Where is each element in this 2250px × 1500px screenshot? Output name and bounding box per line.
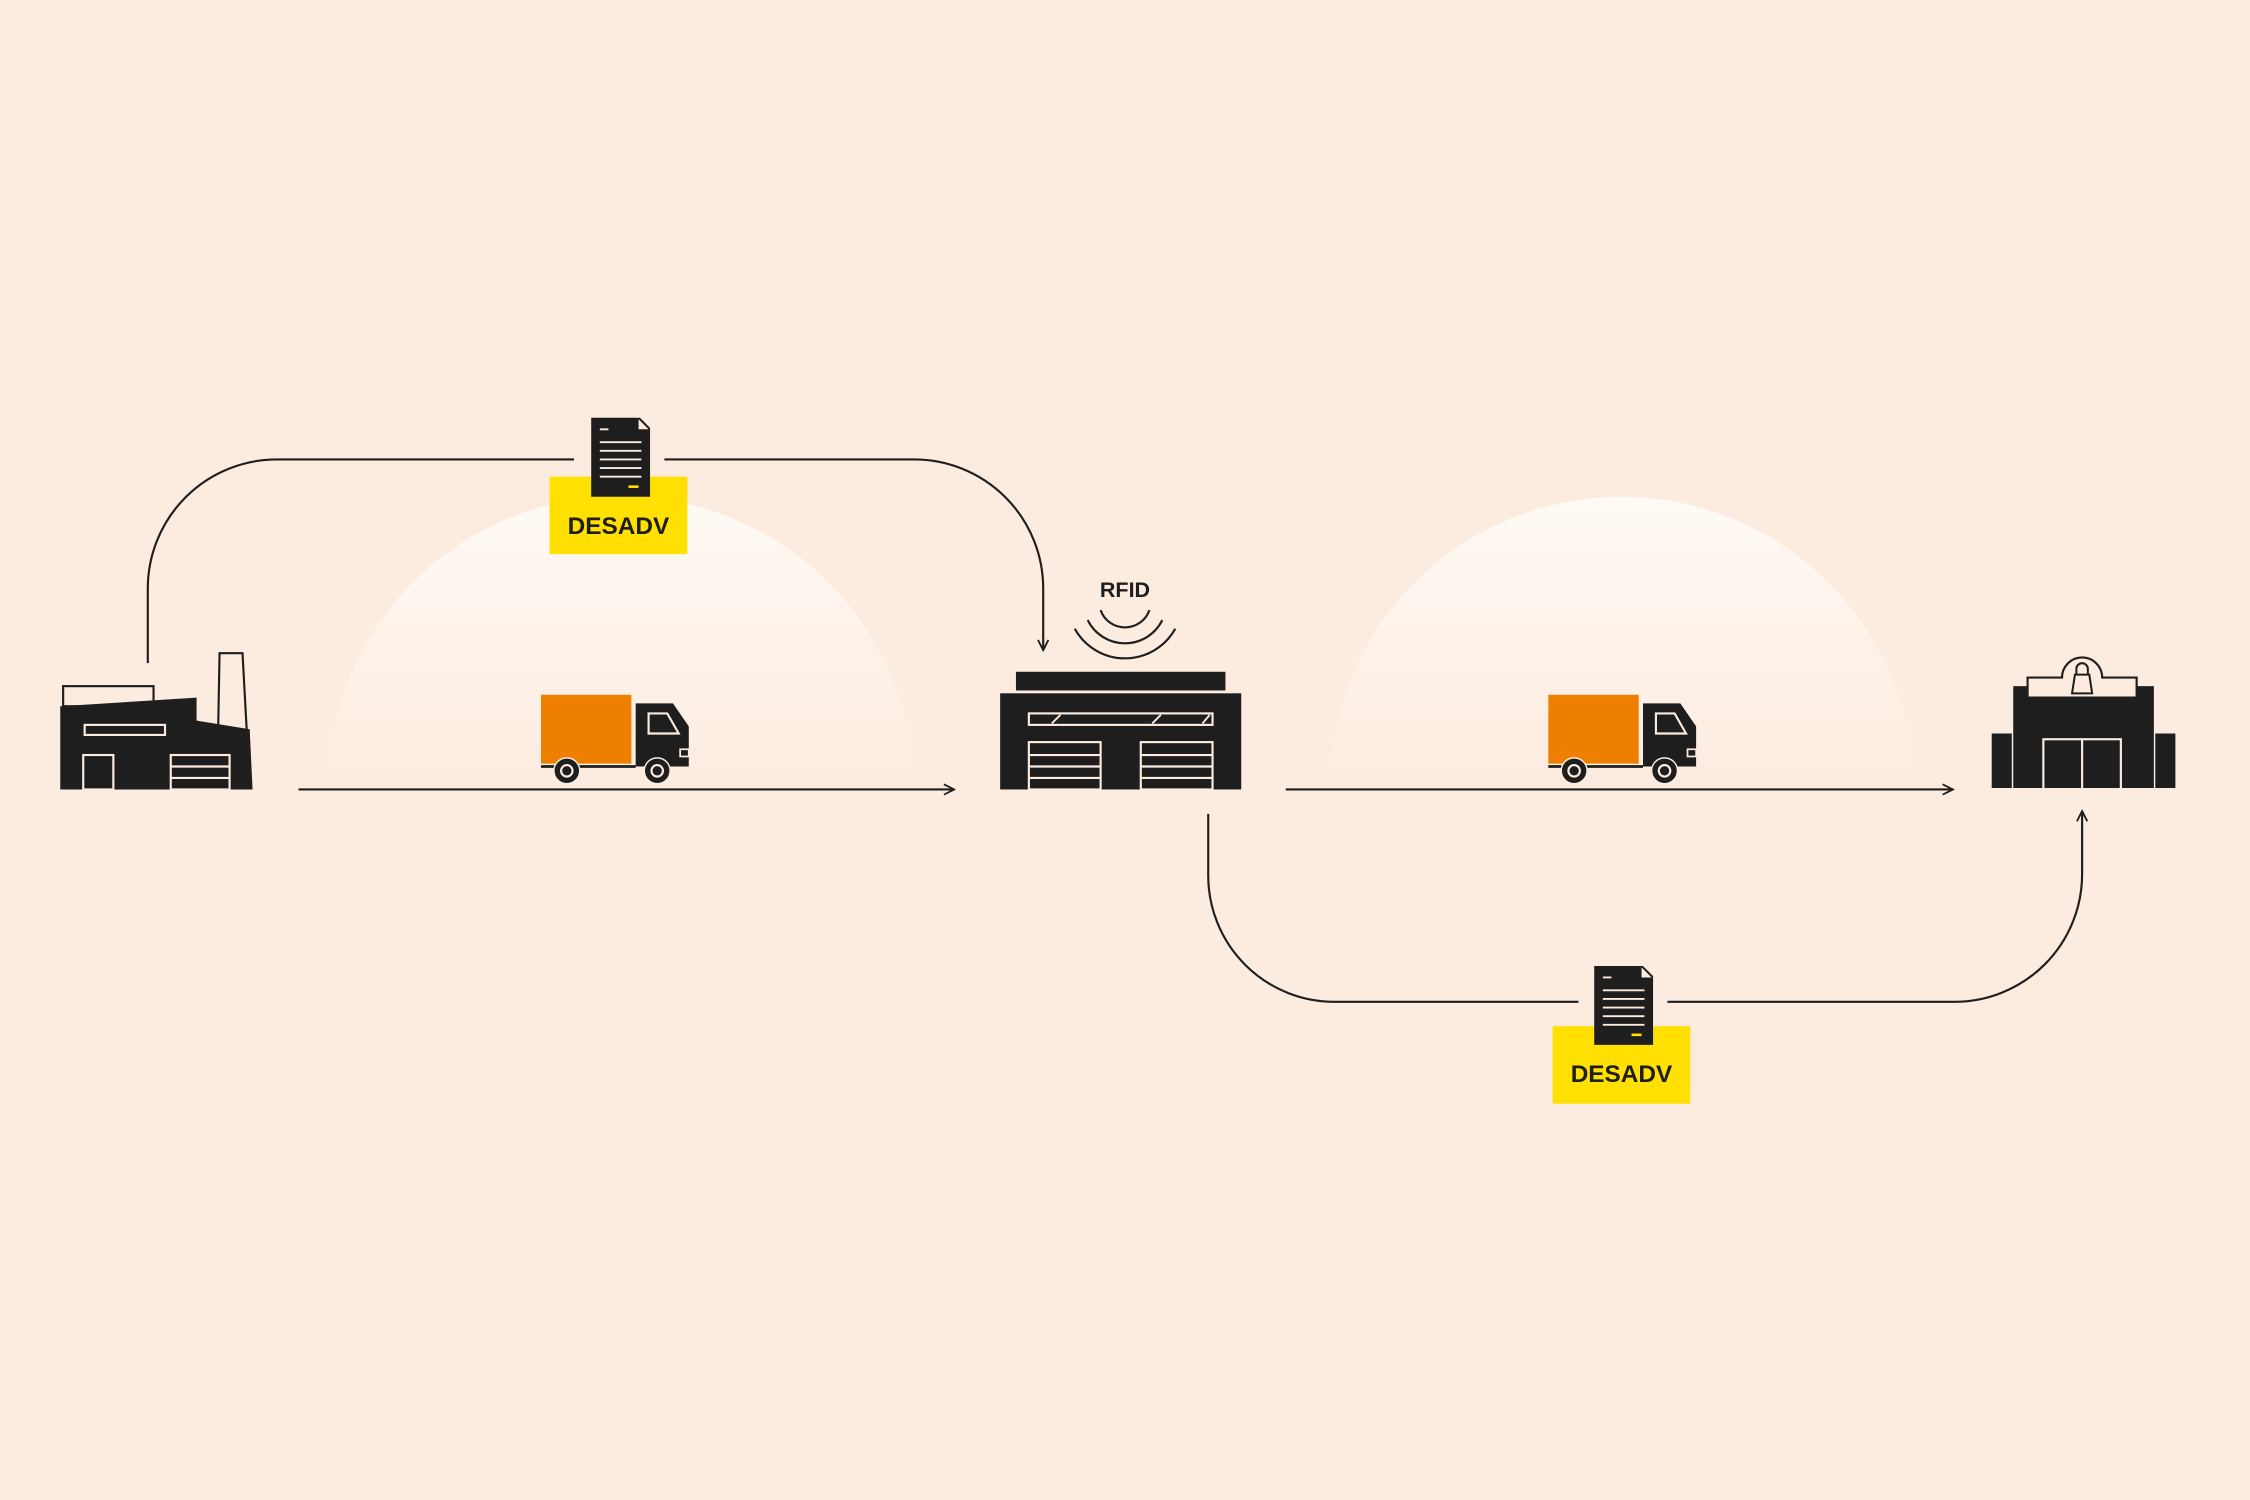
rfid-label: RFID <box>1100 578 1150 602</box>
desadv-label: DESADV <box>1571 1061 1673 1088</box>
desadv-flow-arrow-top <box>146 458 1043 663</box>
truck-cargo <box>540 694 632 764</box>
desadv-label: DESADV <box>568 513 670 540</box>
glow-2 <box>1328 496 1915 790</box>
warehouse-icon <box>1000 671 1242 791</box>
desadv-document-1: DESADV <box>549 417 688 555</box>
desadv-flow-arrow-bottom <box>1207 811 2082 1003</box>
rfid-signal-icon <box>1073 609 1177 660</box>
glow-1 <box>327 496 915 790</box>
truck-icon <box>1548 694 1697 785</box>
desadv-document-2: DESADV <box>1552 965 1691 1104</box>
factory-icon <box>60 652 253 791</box>
store-icon <box>1991 656 2176 791</box>
truck-icon <box>540 694 690 785</box>
truck-cargo <box>1548 694 1639 764</box>
